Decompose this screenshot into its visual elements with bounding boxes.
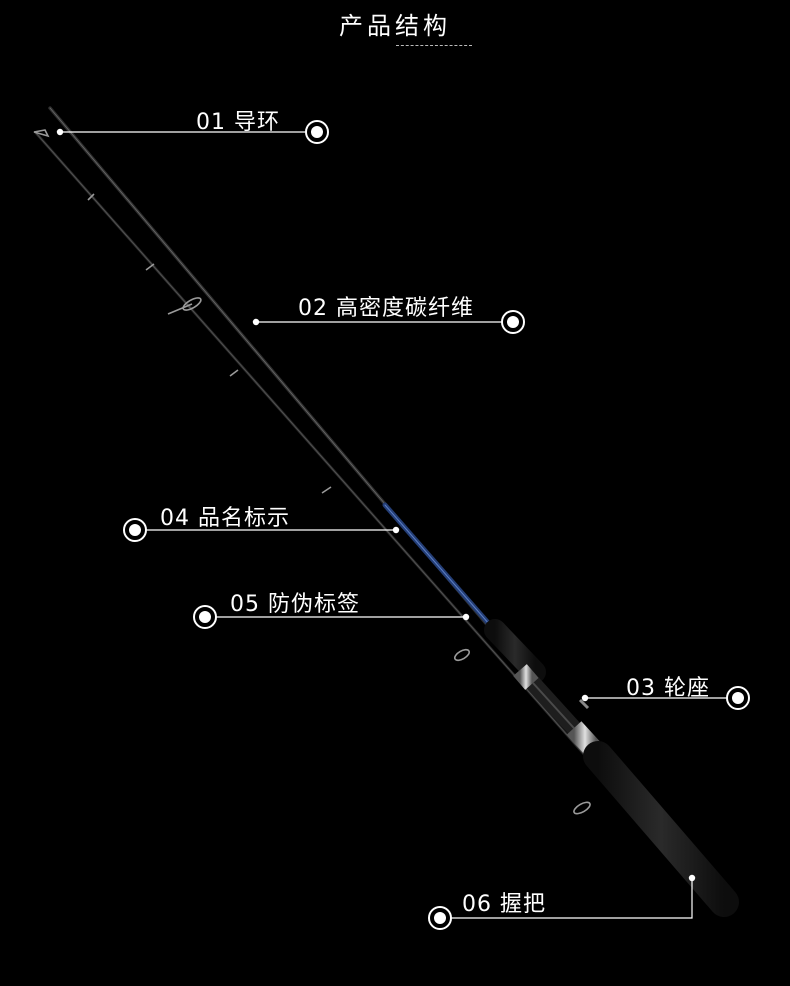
fore-grip — [484, 619, 546, 683]
callout-label-guide-ring: 01 导环 — [196, 110, 280, 135]
callout-label-grip: 06 握把 — [462, 892, 546, 917]
callout-marker-03[interactable] — [726, 686, 750, 710]
title-underline — [396, 45, 472, 46]
callout-label-product-name: 04 品名标示 — [160, 506, 290, 531]
rear-grip — [583, 741, 739, 917]
reel-seat — [513, 664, 604, 759]
callout-marker-05[interactable] — [193, 605, 217, 629]
line-guides — [33, 129, 591, 815]
callout-label-carbon-fiber: 02 高密度碳纤维 — [298, 296, 474, 321]
callout-label-anti-counterfeit: 05 防伪标签 — [230, 592, 360, 617]
callout-marker-01[interactable] — [305, 120, 329, 144]
callout-anchor-dots — [56, 128, 696, 882]
rod-label-band — [382, 502, 493, 628]
callout-leader-lines — [60, 131, 727, 919]
page-title: 产品结构 — [339, 12, 451, 40]
callout-marker-02[interactable] — [501, 310, 525, 334]
callout-label-reel-seat: 03 轮座 — [626, 676, 710, 701]
callout-marker-04[interactable] — [123, 518, 147, 542]
callout-marker-06[interactable] — [428, 906, 452, 930]
